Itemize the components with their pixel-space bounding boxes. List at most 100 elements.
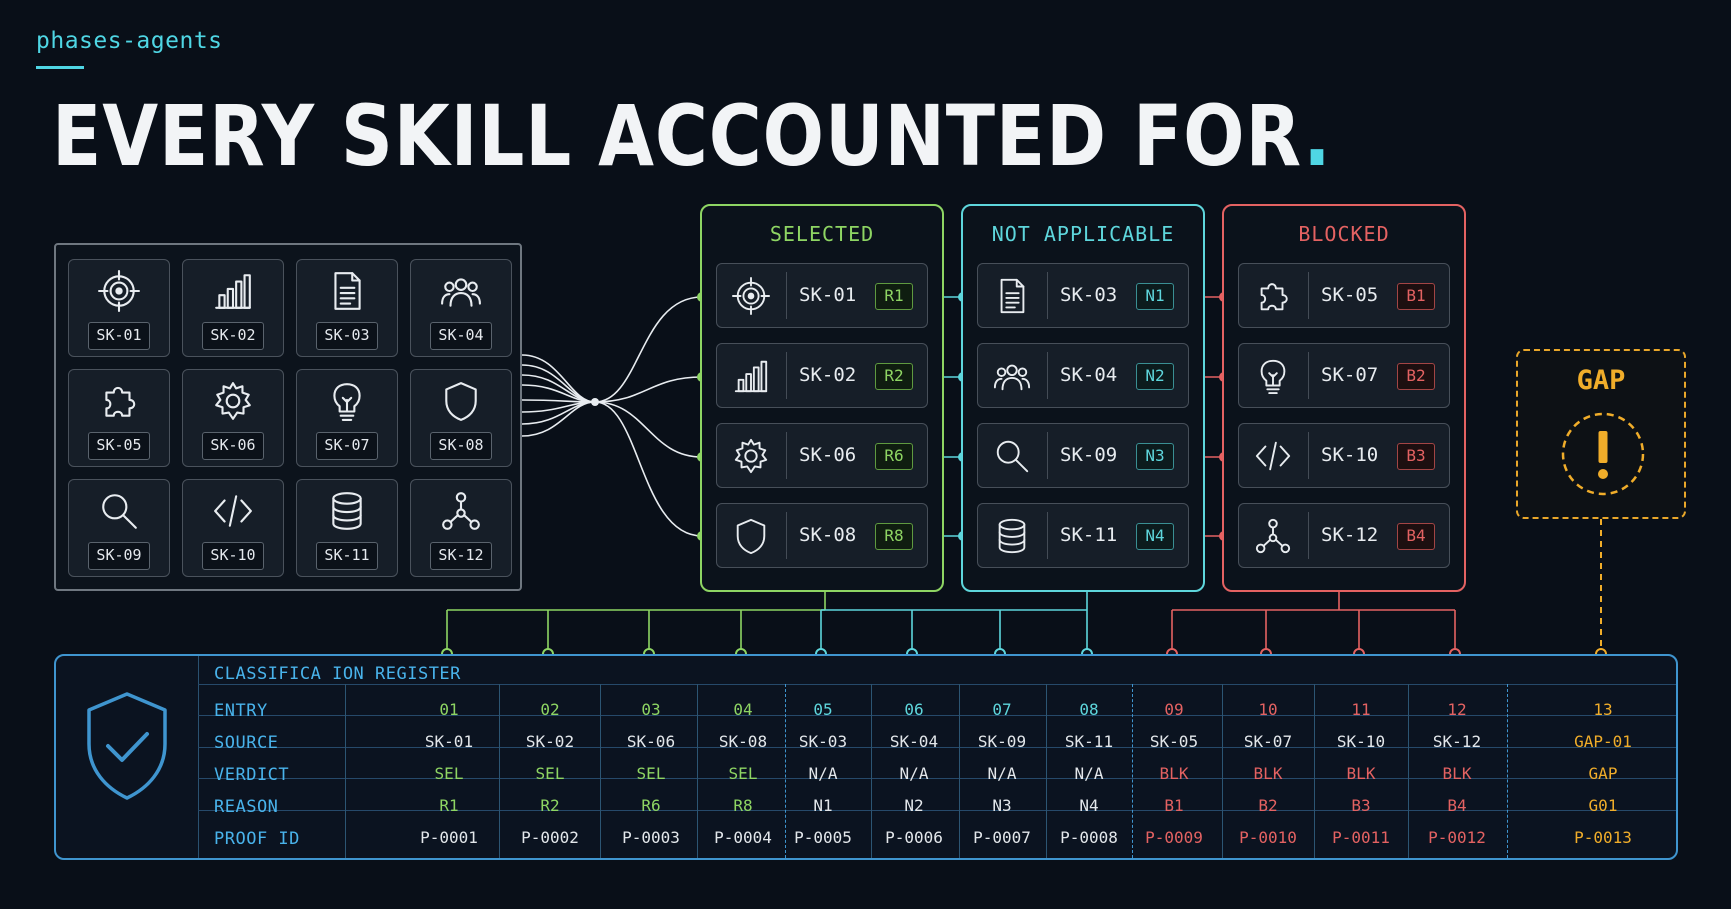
register-cell-reason: N2 xyxy=(904,796,924,815)
register-cell-entry: 05 xyxy=(813,700,833,719)
row-icon-wrap xyxy=(1251,274,1295,318)
network-icon xyxy=(442,492,480,530)
target-icon xyxy=(732,277,770,315)
register-cell-entry: 07 xyxy=(992,700,1012,719)
row-separator xyxy=(1047,432,1048,479)
row-label-proof: PROOF ID xyxy=(214,829,300,849)
reason-code-badge: B1 xyxy=(1397,283,1435,310)
register-cell-reason: B2 xyxy=(1258,796,1278,815)
skill-id-label: SK-10 xyxy=(202,542,264,570)
row-label-reason: REASON xyxy=(214,797,279,817)
row-icon-wrap xyxy=(729,354,773,398)
database-icon xyxy=(332,492,362,530)
warning-icon xyxy=(1561,412,1645,496)
register-cell-source: SK-01 xyxy=(424,732,474,751)
row-skill-id: SK-05 xyxy=(1321,284,1379,306)
register-cell-source: SK-11 xyxy=(1064,732,1114,751)
row-separator xyxy=(1308,352,1309,399)
row-icon-wrap xyxy=(729,514,773,558)
register-cell-source: GAP-01 xyxy=(1574,732,1632,751)
fan-wires xyxy=(521,296,703,537)
register-cell-verdict: N/A xyxy=(808,764,838,783)
register-cell-source: SK-02 xyxy=(525,732,575,751)
gear-icon xyxy=(215,382,251,420)
register-cell-source: SK-09 xyxy=(977,732,1027,751)
register-cell-proof: P-0001 xyxy=(420,828,478,847)
reason-code-badge: R6 xyxy=(875,443,913,470)
register-cell-entry: 12 xyxy=(1447,700,1467,719)
register-cell-verdict: SEL xyxy=(535,764,565,783)
row-icon-wrap xyxy=(729,274,773,318)
row-label-entry: ENTRY xyxy=(214,701,268,721)
skill-id-label: SK-02 xyxy=(202,322,264,350)
register-cell-entry: 13 xyxy=(1593,700,1613,719)
skill-tile: SK-07 xyxy=(296,369,398,467)
register-cell-entry: 03 xyxy=(641,700,661,719)
shield-check-icon xyxy=(87,692,167,800)
register-cell-reason: R8 xyxy=(733,796,753,815)
register-cell-reason: N1 xyxy=(813,796,833,815)
register-cell-source: SK-12 xyxy=(1432,732,1482,751)
row-icon-wrap xyxy=(990,514,1034,558)
row-icon-wrap xyxy=(729,434,773,478)
gap-box: GAP xyxy=(1516,349,1686,519)
register-cell-verdict: GAP xyxy=(1588,764,1618,783)
register-cell-proof: P-0007 xyxy=(973,828,1031,847)
row-label-verdict: VERDICT xyxy=(214,765,290,785)
skill-tile: SK-10 xyxy=(182,479,284,577)
register-cell-source: SK-10 xyxy=(1336,732,1386,751)
reason-code-badge: R1 xyxy=(875,283,913,310)
register-cell-entry: 04 xyxy=(733,700,753,719)
row-separator xyxy=(1308,512,1309,559)
network-icon xyxy=(1255,518,1291,554)
reason-code-badge: N2 xyxy=(1136,363,1174,390)
register-cell-source: SK-07 xyxy=(1243,732,1293,751)
register-cell-reason: B3 xyxy=(1351,796,1371,815)
skill-id-label: SK-07 xyxy=(316,432,378,460)
register-divider xyxy=(198,656,199,858)
row-separator xyxy=(1308,432,1309,479)
register-column-separator xyxy=(1314,684,1315,858)
brand-label: phases-agents xyxy=(36,28,223,54)
row-skill-id: SK-06 xyxy=(799,444,857,466)
reason-code-badge: N4 xyxy=(1136,523,1174,550)
register-cell-reason: B1 xyxy=(1164,796,1184,815)
classification-register: CLASSIFICA ION REGISTER ENTRY SOURCE VER… xyxy=(54,654,1678,860)
skill-id-label: SK-09 xyxy=(88,542,150,570)
skill-tile: SK-03 xyxy=(296,259,398,357)
row-skill-id: SK-01 xyxy=(799,284,857,306)
puzzle-icon xyxy=(105,386,136,417)
register-cell-reason: R2 xyxy=(540,796,560,815)
row-skill-id: SK-03 xyxy=(1060,284,1118,306)
tile-icon-wrap xyxy=(297,490,397,534)
skill-tile: SK-09 xyxy=(68,479,170,577)
register-column-separator xyxy=(1132,684,1133,858)
blocked-title: BLOCKED xyxy=(1298,222,1390,246)
classified-skill-row: SK-12 B4 xyxy=(1238,503,1450,568)
classified-skill-row: SK-04 N2 xyxy=(977,343,1189,408)
register-cell-source: SK-06 xyxy=(626,732,676,751)
row-separator xyxy=(786,432,787,479)
search-icon xyxy=(996,440,1029,473)
register-column-separator xyxy=(1507,684,1508,858)
row-skill-id: SK-04 xyxy=(1060,364,1118,386)
tile-icon-wrap xyxy=(183,490,283,534)
row-icon-wrap xyxy=(990,274,1034,318)
register-cell-source: SK-05 xyxy=(1149,732,1199,751)
register-cell-reason: R1 xyxy=(439,796,459,815)
brand-underline xyxy=(36,66,84,69)
document-icon xyxy=(334,272,361,310)
classified-skill-row: SK-05 B1 xyxy=(1238,263,1450,328)
register-cell-verdict: N/A xyxy=(1074,764,1104,783)
register-cell-verdict: N/A xyxy=(899,764,929,783)
skill-id-label: SK-01 xyxy=(88,322,150,350)
register-cell-reason: N4 xyxy=(1079,796,1099,815)
row-icon-wrap xyxy=(1251,354,1295,398)
shield-icon xyxy=(736,518,766,555)
row-skill-id: SK-10 xyxy=(1321,444,1379,466)
title-mark: . xyxy=(1303,87,1332,185)
code-icon xyxy=(1255,441,1291,471)
document-icon xyxy=(1000,278,1025,314)
skill-id-label: SK-05 xyxy=(88,432,150,460)
reason-code-badge: B4 xyxy=(1397,523,1435,550)
